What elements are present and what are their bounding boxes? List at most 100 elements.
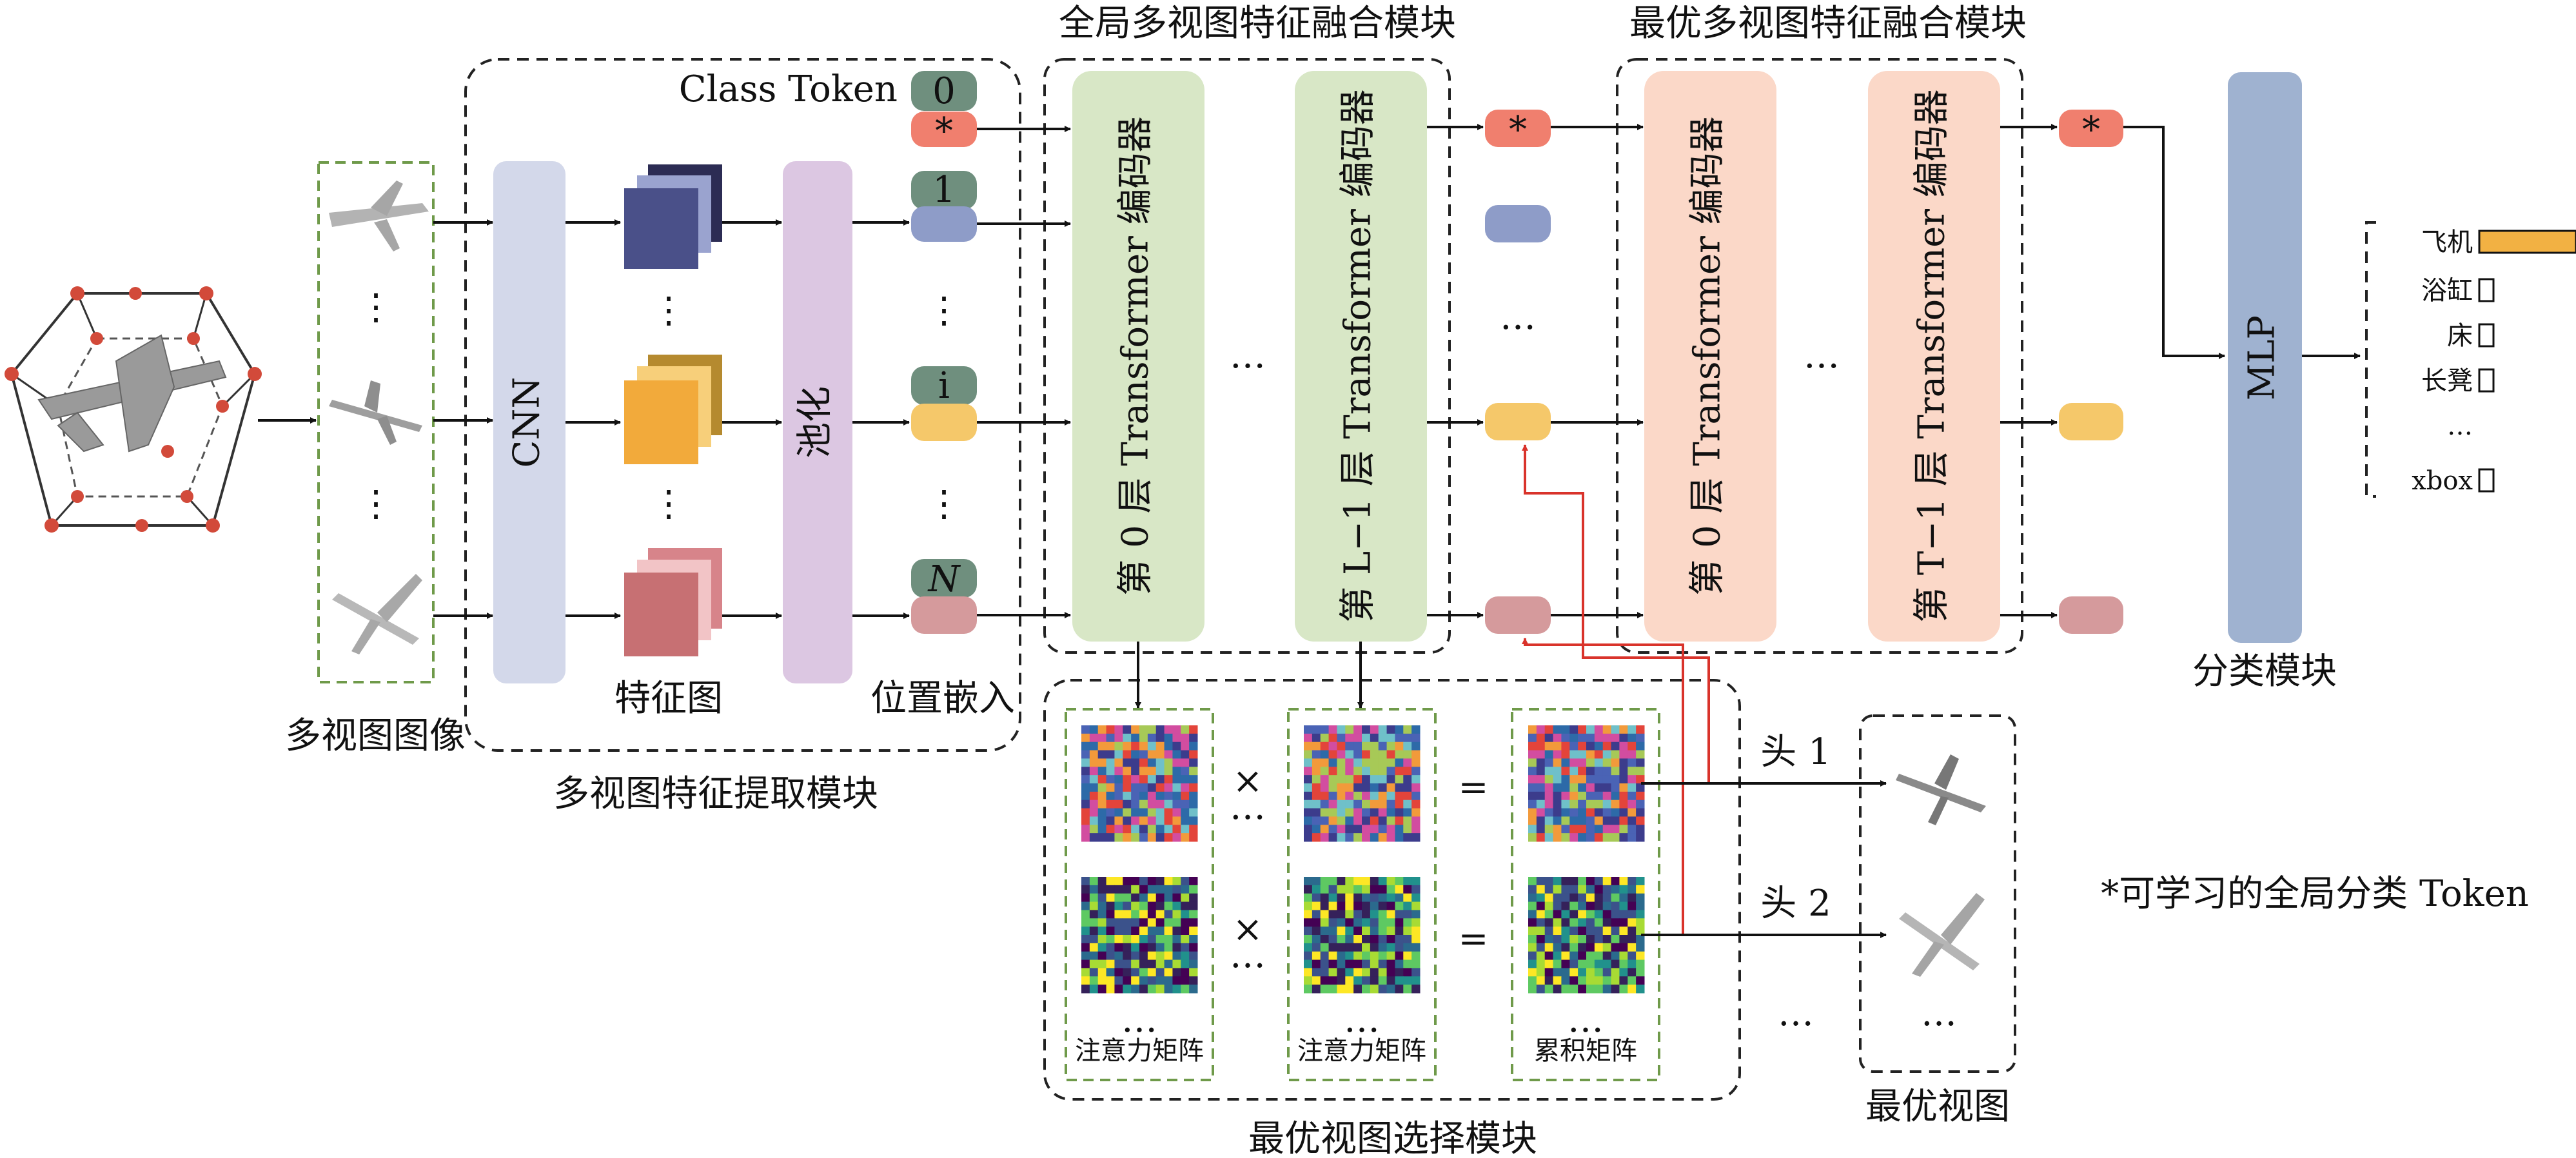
class-score-bar: [2478, 278, 2495, 302]
class-token: [911, 112, 977, 147]
view-token: [1485, 596, 1551, 634]
class-token-label: Class Token: [679, 68, 898, 110]
global-fusion-frame: [1043, 58, 1451, 654]
optimal-encoder-first-label: 第 0 层 Transformer 编码器: [1687, 116, 1729, 595]
class-score-bar: [2478, 230, 2576, 254]
position-token-label: 0: [932, 70, 956, 112]
ellipsis: …: [1778, 992, 1814, 1034]
matrix-heatmap: [1528, 877, 1645, 994]
airplane-view-icon: [1896, 754, 1986, 825]
matrix-heatmap: [1081, 877, 1198, 994]
times-sign: ×: [1233, 908, 1263, 950]
global-encoder-first-label: 第 0 层 Transformer 编码器: [1115, 116, 1157, 595]
class-name: xbox: [2412, 466, 2473, 496]
position-token-label: N: [927, 558, 961, 600]
selection-module-title: 最优视图选择模块: [1248, 1118, 1537, 1158]
vdots: ⋮: [651, 483, 687, 525]
class-token-star: *: [2082, 109, 2100, 151]
classification-title: 分类模块: [2192, 651, 2337, 692]
vdots: ⋮: [358, 286, 394, 328]
equals-sign: =: [1459, 767, 1489, 809]
matrix-heatmap: [1304, 877, 1421, 994]
airplane-view-icon: [1899, 893, 1985, 977]
view-polyhedron-icon: [5, 286, 262, 533]
position-embedding-label: 位置嵌入: [870, 678, 1015, 720]
view-token: [2059, 403, 2123, 440]
class-token-star: *: [1509, 109, 1527, 151]
global-encoder-last-label: 第 L−1 层 Transformer 编码器: [1337, 89, 1379, 622]
ellipsis: …: [1921, 992, 1957, 1034]
attention-matrix-label: 注意力矩阵: [1297, 1036, 1426, 1066]
selection-module-frame: [1043, 679, 1741, 1101]
ellipsis: …: [1230, 786, 1266, 828]
matrix-heatmap: [1528, 725, 1645, 842]
ellipsis: …: [1344, 999, 1380, 1041]
pooling-block: [783, 161, 852, 683]
equals-sign: =: [1459, 918, 1489, 960]
class-name: 飞机: [2421, 228, 2473, 257]
position-token: [911, 171, 977, 210]
global-encoder-first: [1072, 71, 1204, 642]
cumulative-matrix-label: 累积矩阵: [1534, 1036, 1637, 1066]
airplane-view-icon: [329, 380, 422, 445]
optimal-encoder-last-label: 第 T−1 层 Transformer 编码器: [1911, 89, 1953, 623]
class-bracket: [2365, 221, 2376, 498]
ellipsis: …: [1500, 296, 1536, 338]
optimal-fusion-frame: [1616, 58, 2023, 654]
mlp-label: MLP: [2241, 315, 2283, 400]
view-token: [911, 404, 977, 441]
feature-map-stack: [624, 164, 722, 269]
class-name: 浴缸: [2421, 276, 2473, 306]
cnn-block: [493, 161, 565, 683]
class-token: [2059, 110, 2123, 147]
optimal-encoder-last: [1868, 71, 2000, 642]
matrix-heatmap: [1081, 725, 1198, 842]
feature-map-stack: [624, 548, 722, 656]
position-token: [911, 559, 977, 598]
optimal-fusion-title: 最优多视图特征融合模块: [1629, 3, 2027, 44]
position-token: [911, 366, 977, 405]
cnn-label: CNN: [506, 377, 548, 468]
attention-matrix-group: [1287, 708, 1437, 1081]
position-token-label: i: [938, 365, 950, 407]
matrix-area: [1081, 725, 1645, 994]
class-name: 床: [2447, 321, 2473, 351]
matrix-heatmap: [1304, 725, 1421, 842]
attention-matrix-label: 注意力矩阵: [1075, 1036, 1204, 1066]
optimal-view-label: 最优视图: [1865, 1086, 2010, 1128]
ellipsis: …: [1568, 999, 1604, 1041]
class-name: …: [2447, 411, 2473, 441]
cumulative-matrix-group: [1511, 708, 1660, 1081]
multiview-images-frame: [317, 161, 435, 683]
feature-map-stack: [624, 355, 722, 464]
vdots: ⋮: [926, 483, 962, 525]
ellipsis: …: [1804, 335, 1840, 377]
ellipsis: …: [1230, 335, 1266, 377]
class-token: [1485, 110, 1551, 147]
view-token: [1485, 403, 1551, 440]
global-fusion-title: 全局多视图特征融合模块: [1059, 3, 1456, 44]
view-token: [1485, 205, 1551, 242]
class-score-bar: [2478, 368, 2495, 393]
footnote: *可学习的全局分类 Token: [2101, 873, 2529, 915]
class-token-star: *: [935, 110, 953, 152]
airplane-view-icon: [332, 574, 422, 654]
global-encoder-last: [1295, 71, 1427, 642]
ellipsis: …: [1230, 934, 1266, 976]
multiview-images-label: 多视图图像: [285, 715, 466, 757]
times-sign: ×: [1233, 760, 1263, 802]
head-1-label: 头 1: [1760, 731, 1831, 773]
attention-matrix-group: [1065, 708, 1214, 1081]
extraction-module-frame: [464, 58, 1021, 752]
vdots: ⋮: [651, 290, 687, 331]
feature-map-label: 特征图: [615, 678, 723, 720]
pooling-label: 池化: [794, 386, 836, 458]
position-token-label: 1: [932, 169, 956, 211]
vdots: ⋮: [358, 483, 394, 525]
airplane-view-icon: [329, 181, 429, 251]
optimal-view-frame: [1859, 714, 2016, 1073]
class-score-bar: [2478, 323, 2495, 348]
position-token: [911, 71, 977, 111]
